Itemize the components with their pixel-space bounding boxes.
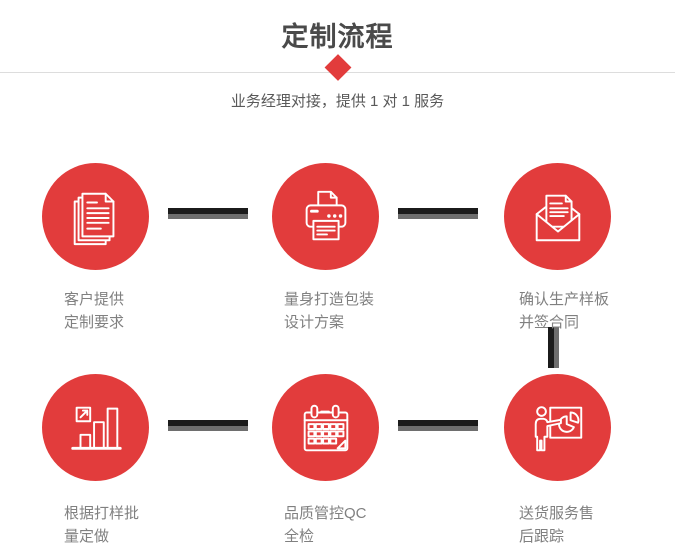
step-label-line: 后跟踪 [519, 528, 565, 545]
step-label-line: 定制要求 [64, 314, 125, 331]
step-label-line: 客户提供 [64, 291, 125, 308]
step-label-5: 品质管控QC 全检 [284, 502, 367, 548]
step-label-6: 送货服务售 后跟踪 [519, 502, 594, 548]
step-label-line: 品质管控QC [284, 505, 367, 522]
bar-chart-growth-icon [70, 406, 122, 450]
step-label-line: 量定做 [64, 528, 110, 545]
step-circle-4 [42, 374, 149, 481]
printer-icon [305, 190, 346, 240]
step-label-2: 量身打造包装 设计方案 [284, 288, 374, 334]
step-circle-3 [504, 163, 611, 270]
document-stack-icon [73, 192, 114, 245]
step-label-line: 量身打造包装 [284, 291, 375, 308]
step-circle-1 [42, 163, 149, 270]
step-label-1: 客户提供 定制要求 [64, 288, 124, 334]
step-label-line: 设计方案 [284, 314, 345, 331]
subtitle: 业务经理对接，提供 1 对 1 服务 [230, 93, 445, 110]
connector-step2-step3 [398, 208, 478, 219]
step-label-line: 确认生产样板 [519, 291, 610, 308]
calendar-icon [303, 404, 348, 451]
step-circle-6 [504, 374, 611, 481]
envelope-letter-icon [535, 194, 580, 241]
step-label-line: 根据打样批 [64, 505, 140, 522]
step-label-line: 并签合同 [519, 314, 580, 331]
step-circle-2 [272, 163, 379, 270]
step-circle-5 [272, 374, 379, 481]
connector-step3-step6 [548, 327, 559, 368]
connector-step5-step6 [398, 420, 478, 431]
step-label-3: 确认生产样板 并签合同 [519, 288, 609, 334]
step-label-4: 根据打样批 量定做 [64, 502, 139, 548]
connector-step4-step5 [168, 420, 248, 431]
diamond-accent-icon [324, 54, 351, 81]
step-label-line: 全检 [284, 528, 315, 545]
presentation-pie-icon [534, 405, 582, 451]
page-title: 定制流程 [281, 22, 394, 52]
step-label-line: 送货服务售 [519, 505, 595, 522]
connector-step1-step2 [168, 208, 248, 219]
